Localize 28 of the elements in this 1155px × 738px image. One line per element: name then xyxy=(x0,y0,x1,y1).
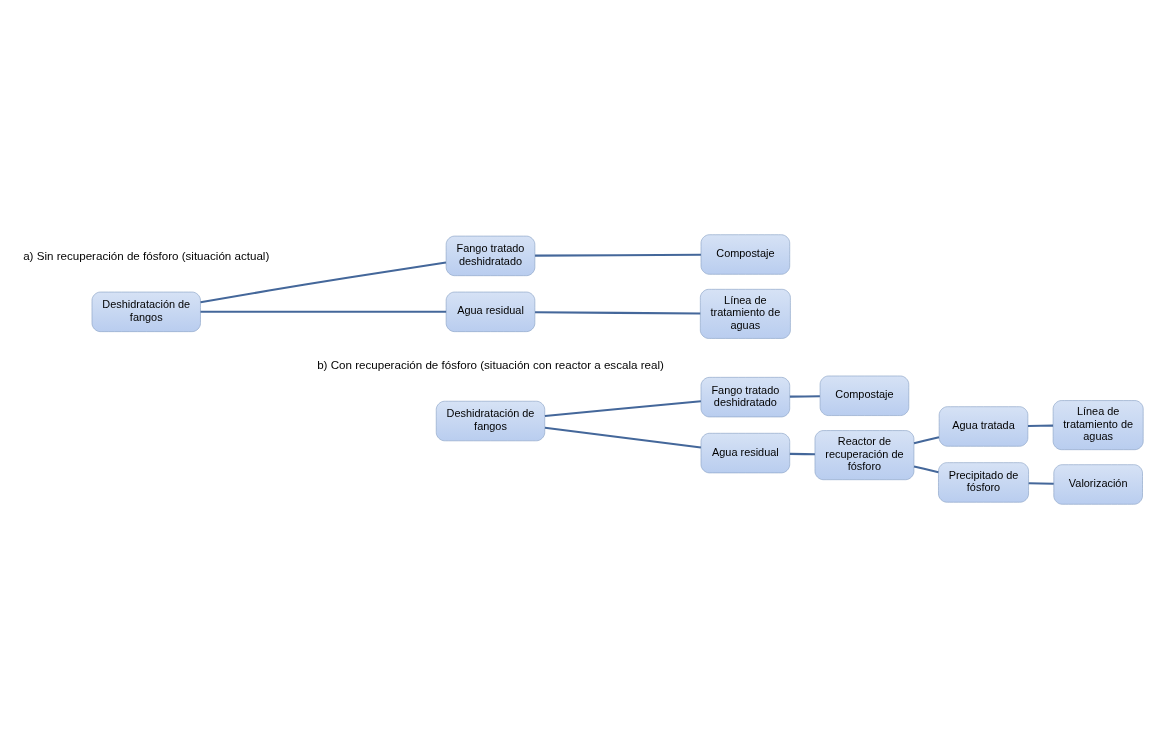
node-box: Reactor de recuperación de fósforo xyxy=(814,429,915,480)
node-box: Valorización xyxy=(1053,463,1143,505)
connector xyxy=(544,399,701,417)
node-box: Fango tratado deshidratado xyxy=(700,376,791,417)
connector xyxy=(789,394,820,398)
node-box: Agua residual xyxy=(700,432,791,473)
node-box: Compostaje xyxy=(819,375,910,416)
connector xyxy=(789,452,815,455)
node-box: Línea de tratamiento de aguas xyxy=(1052,399,1144,450)
node-box: Deshidratación de fangos xyxy=(435,400,546,441)
connector xyxy=(535,253,701,257)
connector xyxy=(913,465,939,473)
connector xyxy=(1028,424,1054,427)
node-box: Deshidratación de fangos xyxy=(91,291,201,332)
label: a) Sin recuperación de fósforo (situación actual) xyxy=(23,248,270,262)
connector xyxy=(1028,481,1054,485)
node-box: Agua residual xyxy=(445,291,536,332)
connector xyxy=(913,435,940,444)
connector xyxy=(535,310,701,315)
node-box: Fango tratado deshidratado xyxy=(445,235,536,276)
node-box: Precipitado de fósforo xyxy=(938,461,1029,503)
connector xyxy=(200,310,447,313)
node-box: Línea de tratamiento de aguas xyxy=(700,288,791,339)
node-box: Agua tratada xyxy=(938,405,1029,447)
node-box: Compostaje xyxy=(700,233,791,275)
label: b) Con recuperación de fósforo (situación con reactor a escala real) xyxy=(317,357,664,371)
connector xyxy=(200,260,447,303)
connector xyxy=(544,426,702,449)
